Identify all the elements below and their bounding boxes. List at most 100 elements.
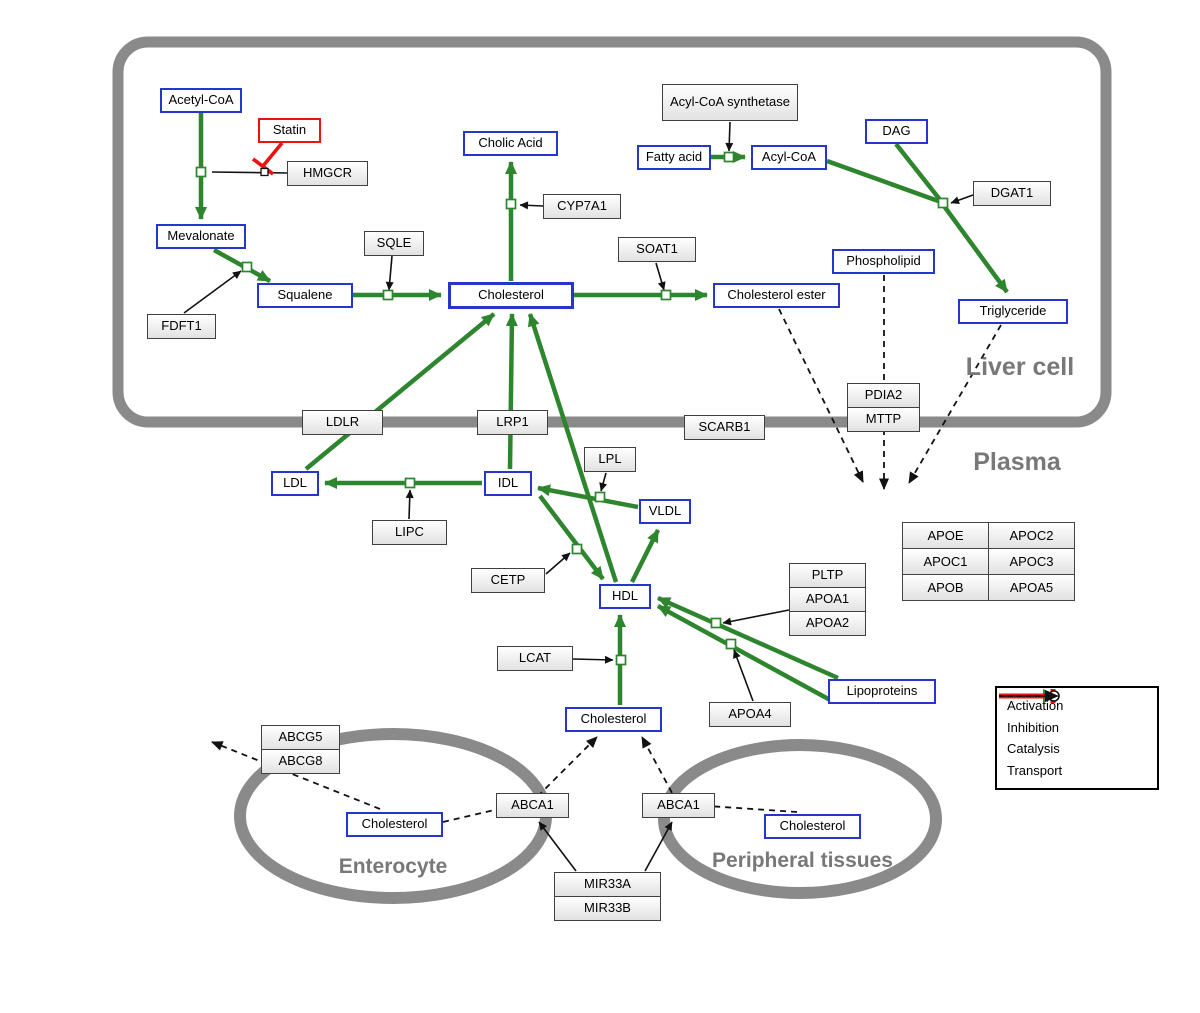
catalysis-edges — [183, 121, 974, 872]
edge-hdl-vldl — [629, 528, 661, 584]
legend: Activation Inhibition Catalysis Transpor… — [995, 686, 1159, 790]
node-apoc1[interactable]: APOC1 — [903, 549, 988, 574]
edge-lipc-catalysis — [405, 489, 414, 520]
node-sqle[interactable]: SQLE — [364, 231, 424, 256]
reaction-node — [594, 491, 606, 503]
node-ldlr[interactable]: LDLR — [302, 410, 383, 435]
edge-dag-dgatnode — [894, 142, 943, 203]
edge-acylcoa-dgatnode — [826, 158, 942, 205]
liver-cell-label: Liver cell — [965, 353, 1075, 381]
node-cholesterol-enterocyte[interactable]: Cholesterol — [346, 812, 443, 837]
reaction-node — [382, 289, 394, 301]
node-idl[interactable]: IDL — [484, 471, 532, 496]
node-abca1-enterocyte[interactable]: ABCA1 — [496, 793, 569, 818]
node-apoa5[interactable]: APOA5 — [989, 575, 1074, 600]
node-cholesterol-plasma[interactable]: Cholesterol — [565, 707, 662, 732]
anchor-node — [260, 167, 269, 177]
node-acyl-coa-synthetase[interactable]: Acyl-CoA synthetase — [662, 84, 798, 121]
node-abcg8[interactable]: ABCG8 — [261, 749, 340, 774]
node-cyp7a1[interactable]: CYP7A1 — [543, 194, 621, 219]
node-fatty-acid[interactable]: Fatty acid — [637, 145, 711, 170]
edge-dgat1-catalysis — [950, 194, 974, 205]
peripheral-tissues-label: Peripheral tissues — [712, 849, 893, 872]
node-cholesterol-peripheral[interactable]: Cholesterol — [764, 814, 861, 839]
liver-cell-membrane — [112, 36, 1112, 428]
edge-lpl-catalysis — [599, 472, 607, 492]
reaction-node — [725, 638, 737, 650]
node-apoa4[interactable]: APOA4 — [709, 702, 791, 727]
edge-triglyceride-plasma — [908, 324, 1002, 484]
node-pdia2[interactable]: PDIA2 — [847, 383, 920, 408]
transport-dashed-arrow-symbol — [999, 690, 1059, 702]
edge-hmgcr-catalysis — [211, 171, 288, 174]
node-cholesterol-ester[interactable]: Cholesterol ester — [713, 283, 840, 308]
node-scarb1[interactable]: SCARB1 — [684, 415, 765, 440]
edge-lcat-catalysis — [572, 655, 614, 664]
legend-row-catalysis: Catalysis — [999, 690, 1147, 760]
node-statin[interactable]: Statin — [258, 118, 321, 143]
reaction-node — [710, 617, 722, 629]
node-hdl[interactable]: HDL — [599, 584, 651, 609]
node-acetyl-coa[interactable]: Acetyl-CoA — [160, 88, 242, 113]
node-cholesterol-liver[interactable]: Cholesterol — [448, 282, 574, 309]
node-lcat[interactable]: LCAT — [497, 646, 573, 671]
edge-cetp-catalysis — [545, 552, 571, 575]
node-mttp[interactable]: MTTP — [847, 407, 920, 432]
node-apoa2[interactable]: APOA2 — [789, 611, 866, 636]
node-vldl[interactable]: VLDL — [639, 499, 691, 524]
node-abcg5[interactable]: ABCG5 — [261, 725, 340, 750]
inhibition-edge — [251, 141, 284, 176]
node-squalene[interactable]: Squalene — [257, 283, 353, 308]
activation-edges — [195, 113, 1009, 705]
node-lpl[interactable]: LPL — [584, 447, 636, 472]
reaction-node — [195, 166, 207, 178]
node-dag[interactable]: DAG — [865, 119, 928, 144]
node-apoc3[interactable]: APOC3 — [989, 549, 1074, 574]
node-lipoproteins[interactable]: Lipoproteins — [828, 679, 936, 704]
reaction-node — [660, 289, 672, 301]
node-apoe[interactable]: APOE — [903, 523, 988, 548]
reaction-node — [404, 477, 416, 489]
node-fdft1[interactable]: FDFT1 — [147, 314, 216, 339]
node-apoa1[interactable]: APOA1 — [789, 587, 866, 612]
edge-dgatnode-triglyceride — [942, 204, 1009, 294]
node-apob[interactable]: APOB — [903, 575, 988, 600]
enterocyte-label: Enterocyte — [338, 855, 448, 878]
node-acyl-coa[interactable]: Acyl-CoA — [751, 145, 827, 170]
edge-idl-cholesterol — [505, 313, 518, 470]
edge-vldl-idl — [537, 484, 639, 510]
node-soat1[interactable]: SOAT1 — [618, 237, 696, 262]
edge-cyp7a1-catalysis — [519, 201, 544, 210]
node-ldl[interactable]: LDL — [271, 471, 319, 496]
node-apoc2[interactable]: APOC2 — [989, 523, 1074, 548]
node-phospholipid[interactable]: Phospholipid — [832, 249, 935, 274]
node-lrp1[interactable]: LRP1 — [477, 410, 548, 435]
node-cholic-acid[interactable]: Cholic Acid — [463, 131, 558, 156]
legend-row-inhibition: Inhibition — [999, 689, 1147, 739]
edge-peripheral-cholesterol-plasma — [641, 736, 798, 813]
node-cetp[interactable]: CETP — [471, 568, 545, 593]
statin-inhibition-line — [261, 141, 284, 168]
reaction-node — [723, 151, 735, 163]
node-mir33a[interactable]: MIR33A — [554, 872, 661, 897]
node-triglyceride[interactable]: Triglyceride — [958, 299, 1068, 324]
edge-acylcoasynthetase-catalysis — [725, 121, 734, 152]
edge-sqle-catalysis — [385, 255, 394, 291]
node-hmgcr[interactable]: HMGCR — [287, 161, 368, 186]
node-abca1-peripheral[interactable]: ABCA1 — [642, 793, 715, 818]
node-pltp[interactable]: PLTP — [789, 563, 866, 588]
legend-label-inhibition: Inhibition — [1007, 719, 1060, 735]
edge-mir33-abca1-right — [644, 821, 673, 872]
node-mevalonate[interactable]: Mevalonate — [156, 224, 246, 249]
edge-hdl-cholesterol — [527, 313, 619, 583]
node-dgat1[interactable]: DGAT1 — [973, 181, 1051, 206]
node-mir33b[interactable]: MIR33B — [554, 896, 661, 921]
edge-mir33-abca1-left — [538, 821, 577, 872]
edge-soat1-catalysis — [655, 262, 666, 291]
edge-lipoproteins-hdl-lower — [656, 604, 834, 703]
edge-apoa-group-catalysis — [722, 609, 790, 626]
node-lipc[interactable]: LIPC — [372, 520, 447, 545]
legend-label-catalysis: Catalysis — [1007, 741, 1060, 757]
